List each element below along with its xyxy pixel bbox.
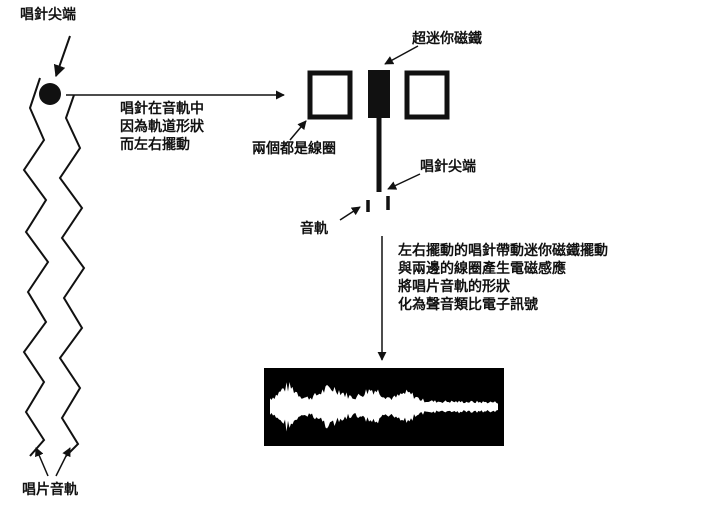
- arrow-record-groove-left: [35, 447, 49, 477]
- stylus-motion-line-2: 因為軌道形狀: [120, 119, 204, 135]
- groove-left-wall: [22, 77, 50, 457]
- audio-waveform: [270, 382, 498, 432]
- label-groove: 音軌: [300, 221, 328, 237]
- conversion-line-4: 化為聲音類比電子訊號: [398, 297, 538, 313]
- coil-left: [307, 70, 353, 120]
- arrow-stylus-tip-top: [53, 35, 71, 78]
- stylus-tip-ball: [39, 83, 61, 105]
- conversion-line-1: 左右擺動的唱針帶動迷你磁鐵擺動: [398, 243, 608, 259]
- arrow-magnet: [384, 45, 419, 65]
- groove-right-wall: [58, 94, 86, 457]
- stylus-motion-line-1: 唱針在音軌中: [120, 101, 204, 117]
- stylus-motion-line-3: 而左右擺動: [120, 137, 190, 153]
- arrow-coils: [289, 120, 307, 141]
- label-stylus-tip-mid: 唱針尖端: [420, 159, 476, 175]
- arrow-stylus-tip-mid: [387, 173, 421, 190]
- arrow-record-groove-right: [55, 447, 71, 477]
- magnet: [368, 70, 390, 118]
- arrow-groove: [339, 206, 361, 221]
- label-stylus-tip-top: 唱針尖端: [20, 7, 76, 23]
- conversion-description: 左右擺動的唱針帶動迷你磁鐵擺動 與兩邊的線圈產生電磁感應 將唱片音軌的形狀 化為…: [398, 242, 608, 314]
- conversion-line-2: 與兩邊的線圈產生電磁感應: [398, 261, 566, 277]
- label-record-groove: 唱片音軌: [22, 482, 78, 498]
- stylus-motion-description: 唱針在音軌中 因為軌道形狀 而左右擺動: [120, 100, 204, 154]
- coil-right: [404, 70, 450, 120]
- label-coils: 兩個都是線圈: [252, 141, 336, 157]
- label-magnet: 超迷你磁鐵: [412, 31, 482, 47]
- conversion-line-3: 將唱片音軌的形狀: [398, 279, 510, 295]
